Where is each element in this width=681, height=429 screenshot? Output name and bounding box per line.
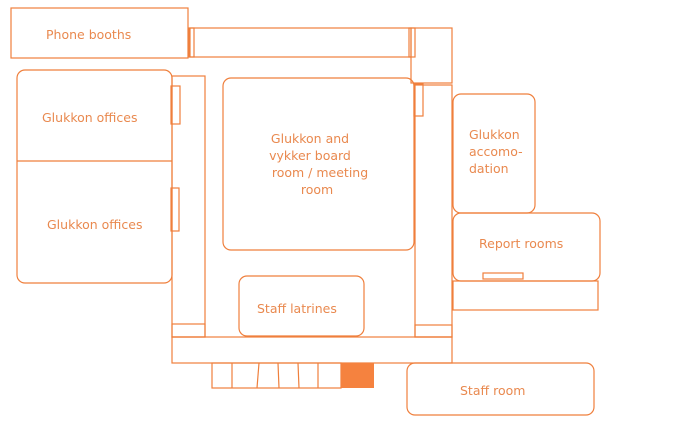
door: [482, 272, 524, 280]
staff-room-label: Staff room: [460, 383, 525, 398]
glukkon-offices-block: [16, 69, 173, 284]
offices-label-1: Glukkon offices: [42, 110, 137, 125]
board-room: [222, 77, 415, 251]
report-rooms-label: Report rooms: [479, 236, 563, 251]
staff-latrines: [238, 275, 365, 337]
offices-label-2: Glukkon offices: [47, 217, 142, 232]
top-corridor: [189, 27, 412, 58]
corner-corridor: [410, 27, 453, 84]
bottom-corridor: [171, 336, 453, 364]
corridor-end: [414, 324, 453, 338]
board-room-label: Glukkon and vykker board room / meeting …: [269, 131, 372, 197]
door: [188, 27, 195, 58]
door: [408, 27, 416, 58]
staff-latrines-label: Staff latrines: [257, 301, 337, 316]
accommodation-label: Glukkon accomo- dation: [469, 127, 527, 176]
door: [170, 85, 181, 125]
corridor-end: [171, 323, 206, 338]
door: [170, 187, 180, 232]
phone-booths-label: Phone booths: [46, 27, 131, 42]
right-corridor: [414, 84, 453, 338]
stairs-highlight: [341, 363, 374, 388]
phone-booths-room: [10, 7, 189, 59]
report-annex: [452, 280, 599, 311]
staff-room: [406, 362, 595, 416]
stairs: [211, 362, 374, 389]
left-corridor: [171, 75, 206, 338]
